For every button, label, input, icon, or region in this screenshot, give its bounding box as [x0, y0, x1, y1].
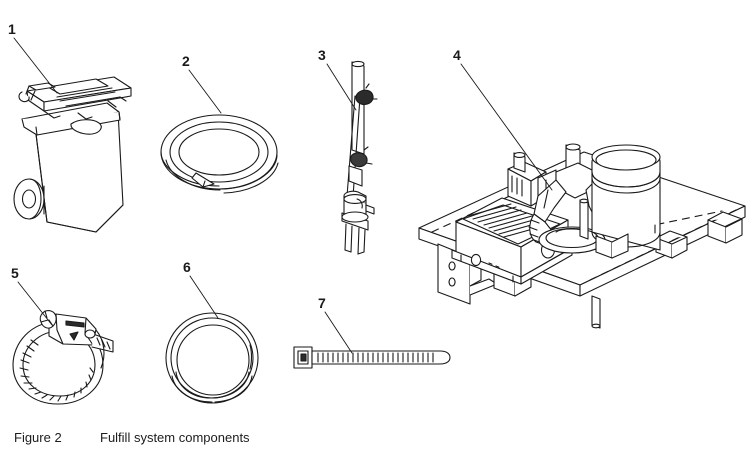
callout-number-1: 1: [8, 21, 16, 37]
suction-probe-part: [341, 60, 378, 255]
cable-tie-part: [293, 346, 451, 369]
figure-caption-label: Figure 2: [14, 430, 62, 445]
callout-leader-lines: [13, 37, 553, 354]
callout-number-5: 5: [11, 265, 19, 281]
callout-number-6: 6: [183, 259, 191, 275]
callout-number-3: 3: [318, 47, 326, 63]
callout-leader-line-6: [189, 275, 219, 319]
callout-number-7: 7: [318, 295, 326, 311]
callout-leader-line-3: [326, 63, 357, 111]
waste-container-part: [13, 76, 132, 233]
callout-number-4: 4: [453, 47, 461, 63]
callout-leader-line-2: [188, 69, 222, 114]
hose-clamp-part: [12, 310, 114, 405]
figure-caption: Figure 2 Fulfill system components: [14, 430, 614, 450]
pump-plate-assembly-part: [418, 143, 746, 329]
callout-leader-line-7: [324, 311, 353, 354]
callout-leader-line-5: [17, 281, 53, 326]
tubing-ring-part: [165, 312, 259, 404]
hose-coil-part: [160, 114, 279, 194]
callout-leader-line-1: [13, 37, 58, 94]
figure-caption-text: Fulfill system components: [100, 430, 250, 445]
callout-number-2: 2: [182, 53, 190, 69]
callout-leader-line-4: [460, 63, 553, 191]
